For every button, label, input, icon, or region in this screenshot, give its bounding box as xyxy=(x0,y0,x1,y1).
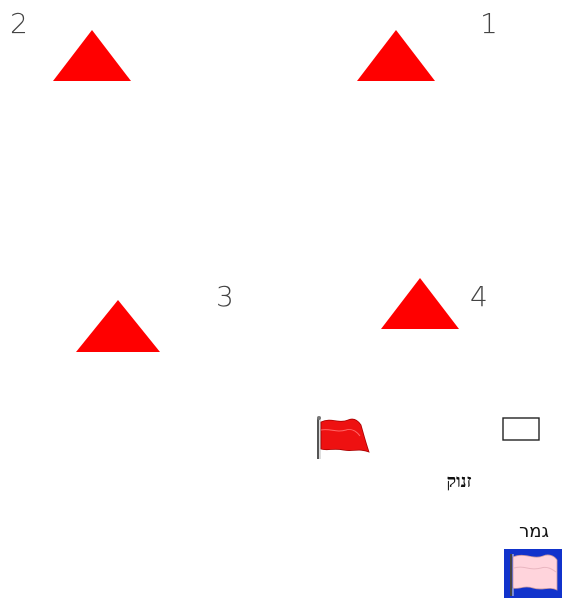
marker-2: 2 xyxy=(10,7,131,81)
marker-label: 4 xyxy=(470,280,488,313)
empty-box xyxy=(502,417,540,441)
triangle-buoy-icon xyxy=(76,300,160,352)
triangle-buoy-icon xyxy=(357,30,435,81)
marker-label: 3 xyxy=(216,280,234,313)
marker-label: 1 xyxy=(480,7,498,40)
marker-1: 1 xyxy=(357,7,498,81)
finish-flag-icon xyxy=(504,549,562,598)
marker-3: 3 xyxy=(76,280,234,352)
triangle-buoy-icon xyxy=(381,278,459,329)
start-flag xyxy=(317,416,370,459)
red-flag-icon xyxy=(317,416,370,459)
finish-label: גמר xyxy=(519,521,549,542)
triangle-buoy-icon xyxy=(53,30,131,81)
marker-4: 4 xyxy=(381,278,488,329)
marker-label: 2 xyxy=(10,7,28,40)
start-label: זנוק xyxy=(446,471,471,492)
